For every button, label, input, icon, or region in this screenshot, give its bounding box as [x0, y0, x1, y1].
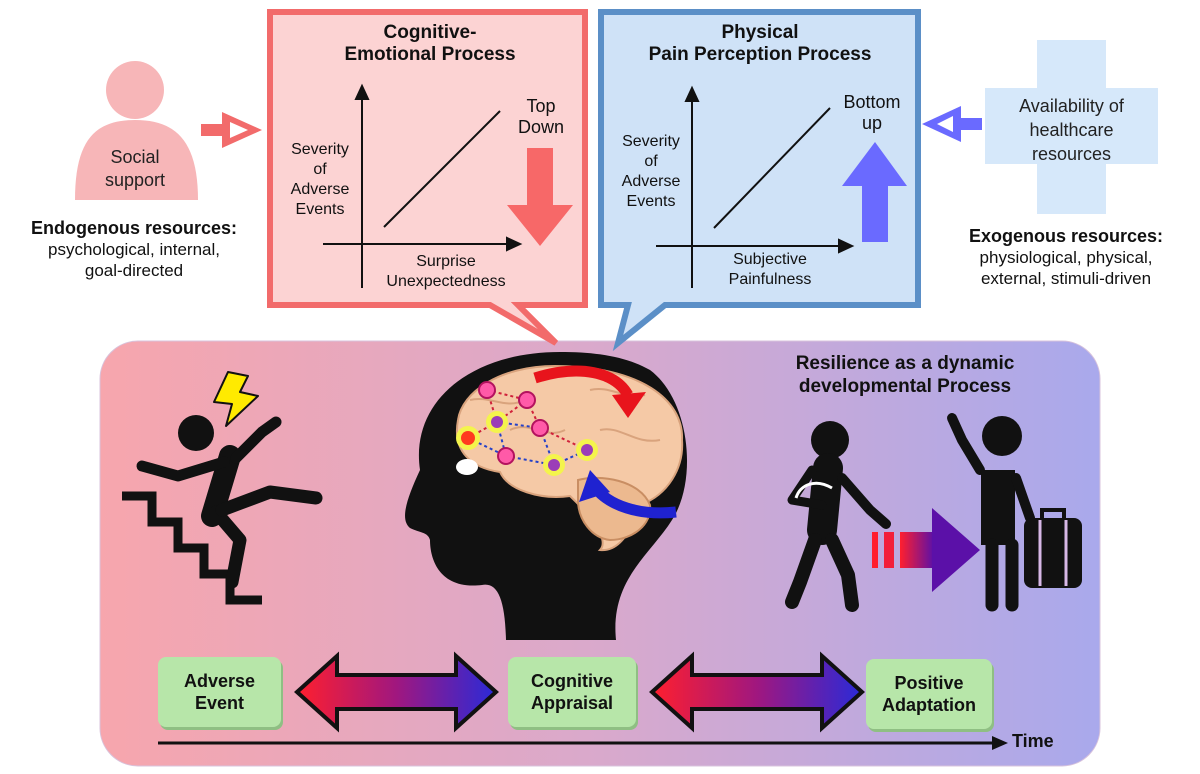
adaptation-line2: Adaptation [882, 695, 976, 715]
double-arrow-right [649, 651, 865, 733]
physical-panel [598, 9, 921, 352]
cognitive-title-line1: Cognitive- [383, 22, 477, 43]
physical-x-axis-label: Subjective Painfulness [700, 250, 840, 290]
y-label-word: Events [626, 193, 676, 210]
healthcare-label: Availability of healthcare resources [985, 94, 1158, 166]
top-down-label: Top Down [506, 96, 576, 138]
social-to-panel-arrow [201, 112, 262, 148]
adverse-line2: Event [194, 693, 244, 713]
cognitive-x-axis-label: Surprise Unexpectedness [356, 252, 536, 292]
physical-y-axis-label: Severity of Adverse Events [611, 132, 691, 212]
exogenous-line1: physiological, physical, [979, 248, 1153, 267]
endogenous-title: Endogenous resources: [30, 218, 238, 238]
bottom-up-arrow [842, 142, 907, 242]
healthcare-line2: healthcare [1029, 120, 1114, 140]
transition-arrow [872, 508, 980, 592]
endogenous-resources: Endogenous resources: psychological, int… [0, 218, 268, 281]
healthcare-line1: Availability of [1019, 96, 1124, 116]
y-label-word: Severity [291, 141, 349, 158]
healthcare-to-panel-arrow [922, 106, 982, 142]
endogenous-line2: goal-directed [84, 261, 184, 280]
double-arrow-left [294, 651, 499, 733]
cognitive-title-line2: Emotional Process [344, 44, 516, 65]
x-label-line2: Unexpectedness [386, 273, 506, 290]
social-line2: support [104, 170, 166, 190]
adverse-event-box: Adverse Event [158, 657, 281, 727]
top-down-arrow [507, 148, 573, 246]
cognitive-chart-axes [323, 83, 523, 288]
social-support-label: Social support [85, 146, 185, 192]
x-label-line1: Subjective [733, 251, 807, 268]
exogenous-line2: external, stimuli-driven [980, 269, 1152, 288]
cognitive-appraisal-box: Cognitive Appraisal [508, 657, 636, 727]
person-icon [75, 61, 198, 200]
y-label-word: of [313, 161, 327, 178]
physical-title-line1: Physical [721, 22, 799, 43]
social-line1: Social [110, 147, 160, 167]
y-label-word: Adverse [621, 173, 681, 190]
time-label: Time [1012, 731, 1054, 751]
positive-adaptation-box: Positive Adaptation [866, 659, 992, 729]
y-label-word: Adverse [290, 181, 350, 198]
physical-chart-axes [656, 85, 855, 288]
top-down-line1: Top [526, 96, 556, 116]
x-label-line2: Painfulness [728, 271, 812, 288]
adaptation-line1: Positive [894, 673, 964, 693]
exogenous-title: Exogenous resources: [968, 226, 1164, 246]
cognitive-y-axis-label: Severity of Adverse Events [280, 140, 360, 220]
y-label-word: of [644, 153, 658, 170]
physical-title-line2: Pain Perception Process [648, 44, 872, 65]
bottom-up-line2: up [861, 113, 883, 133]
appraisal-line2: Appraisal [530, 693, 614, 713]
time-axis [158, 736, 1008, 750]
exogenous-resources: Exogenous resources: physiological, phys… [932, 226, 1200, 289]
resilience-title: Resilience as a dynamic developmental Pr… [760, 352, 1050, 398]
resilience-line1: Resilience as a dynamic [795, 353, 1015, 374]
top-down-line2: Down [517, 117, 565, 137]
appraisal-line1: Cognitive [530, 671, 613, 691]
bottom-up-label: Bottom up [832, 92, 912, 134]
y-label-word: Events [295, 201, 345, 218]
x-label-line1: Surprise [416, 253, 476, 270]
adverse-line1: Adverse [183, 671, 256, 691]
resilience-line2: developmental Process [798, 376, 1012, 397]
endogenous-line1: psychological, internal, [48, 240, 220, 259]
cognitive-panel [267, 9, 588, 346]
healthcare-line3: resources [1031, 144, 1112, 164]
plus-cross-icon [985, 40, 1158, 214]
bottom-up-line1: Bottom [843, 92, 901, 112]
injured-person-icon [785, 421, 891, 612]
physical-panel-title: Physical Pain Perception Process [610, 22, 910, 66]
head-brain-icon [405, 352, 688, 640]
traveler-icon [947, 413, 1082, 612]
lightning-icon [213, 371, 259, 427]
y-label-word: Severity [622, 133, 680, 150]
falling-person-icon [122, 415, 323, 605]
cognitive-panel-title: Cognitive- Emotional Process [300, 22, 560, 66]
